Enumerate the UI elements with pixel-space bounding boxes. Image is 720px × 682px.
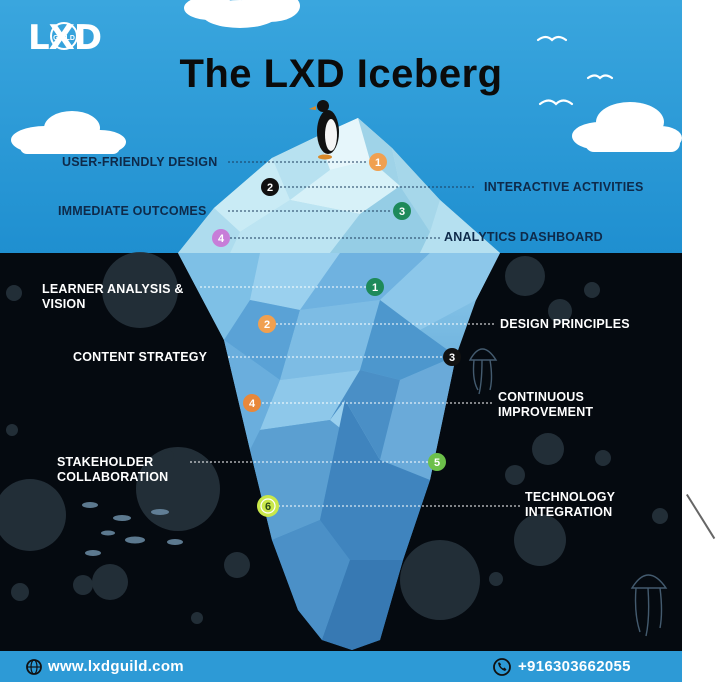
- cloud: [572, 102, 682, 152]
- number-marker-bottom-2: [258, 315, 276, 333]
- penguin-icon: [309, 100, 339, 160]
- logo: GUILD: [50, 22, 78, 50]
- marker-number: 6: [265, 501, 271, 513]
- label-line: INTEGRATION: [525, 505, 613, 519]
- label-line: CONTINUOUS: [498, 390, 585, 404]
- connector-lines: [190, 286, 522, 507]
- label-continuous-improvement: CONTINUOUS IMPROVEMENT: [498, 390, 593, 420]
- logo-ring-text: GUILD: [53, 35, 75, 42]
- marker-number: 3: [399, 206, 405, 218]
- iceberg-underwater: [178, 253, 500, 650]
- number-marker-bottom-3: [443, 348, 461, 366]
- label-line: STAKEHOLDER: [57, 455, 154, 469]
- label-analytics-dashboard: ANALYTICS DASHBOARD: [444, 230, 603, 244]
- cloud: [11, 111, 126, 154]
- page-title: The LXD Iceberg: [179, 52, 503, 96]
- number-marker-bottom-4: [243, 394, 261, 412]
- label-line: VISION: [42, 297, 86, 311]
- label-learner-analysis: LEARNER ANALYSIS & VISION: [42, 282, 184, 312]
- number-marker-top-4: [212, 229, 230, 247]
- label-line: TECHNOLOGY: [525, 490, 616, 504]
- label-content-strategy: CONTENT STRATEGY: [73, 350, 208, 364]
- stray-line-mark: [686, 493, 716, 540]
- label-user-friendly-design: USER-FRIENDLY DESIGN: [62, 155, 218, 169]
- number-marker-top-1: [369, 153, 387, 171]
- marker-number: 1: [372, 282, 378, 294]
- label-interactive-activities: INTERACTIVE ACTIVITIES: [484, 180, 644, 194]
- logo-text: LXD: [28, 18, 102, 58]
- cloud: [184, 0, 300, 28]
- number-marker-bottom-1: [366, 278, 384, 296]
- fish-school: [82, 502, 183, 556]
- marker-number: 2: [264, 319, 270, 331]
- footer-website-link[interactable]: www.lxdguild.com: [48, 658, 184, 675]
- globe-icon: [26, 659, 42, 675]
- phone-icon: [493, 658, 511, 676]
- footer-phone[interactable]: +916303662055: [518, 658, 631, 675]
- label-line: IMPROVEMENT: [498, 405, 594, 419]
- marker-number: 4: [249, 398, 256, 410]
- label-line: COLLABORATION: [57, 470, 169, 484]
- connector-lines: [228, 161, 475, 239]
- number-marker-top-3: [393, 202, 411, 220]
- bird-icon: [536, 35, 614, 106]
- number-marker-top-2: [261, 178, 279, 196]
- marker-number: 2: [267, 182, 273, 194]
- label-immediate-outcomes: IMMEDIATE OUTCOMES: [58, 204, 207, 218]
- label-stakeholder-collaboration: STAKEHOLDER COLLABORATION: [57, 455, 168, 485]
- poster-graphic: 1 2 3 4 1 2 3 4 5 6 GUILD: [0, 0, 682, 682]
- marker-number: 4: [218, 233, 225, 245]
- marker-number: 3: [449, 352, 455, 364]
- number-marker-bottom-6: [257, 495, 279, 517]
- marker-number: 1: [375, 157, 381, 169]
- iceberg-poster: 1 2 3 4 1 2 3 4 5 6 GUILD LXD The LXD Ic…: [0, 0, 682, 682]
- label-line: LEARNER ANALYSIS &: [42, 282, 184, 296]
- label-design-principles: DESIGN PRINCIPLES: [500, 317, 630, 331]
- marker-number: 5: [434, 457, 440, 469]
- label-technology-integration: TECHNOLOGY INTEGRATION: [525, 490, 615, 520]
- number-marker-bottom-5: [428, 453, 446, 471]
- footer-bar: [0, 651, 682, 682]
